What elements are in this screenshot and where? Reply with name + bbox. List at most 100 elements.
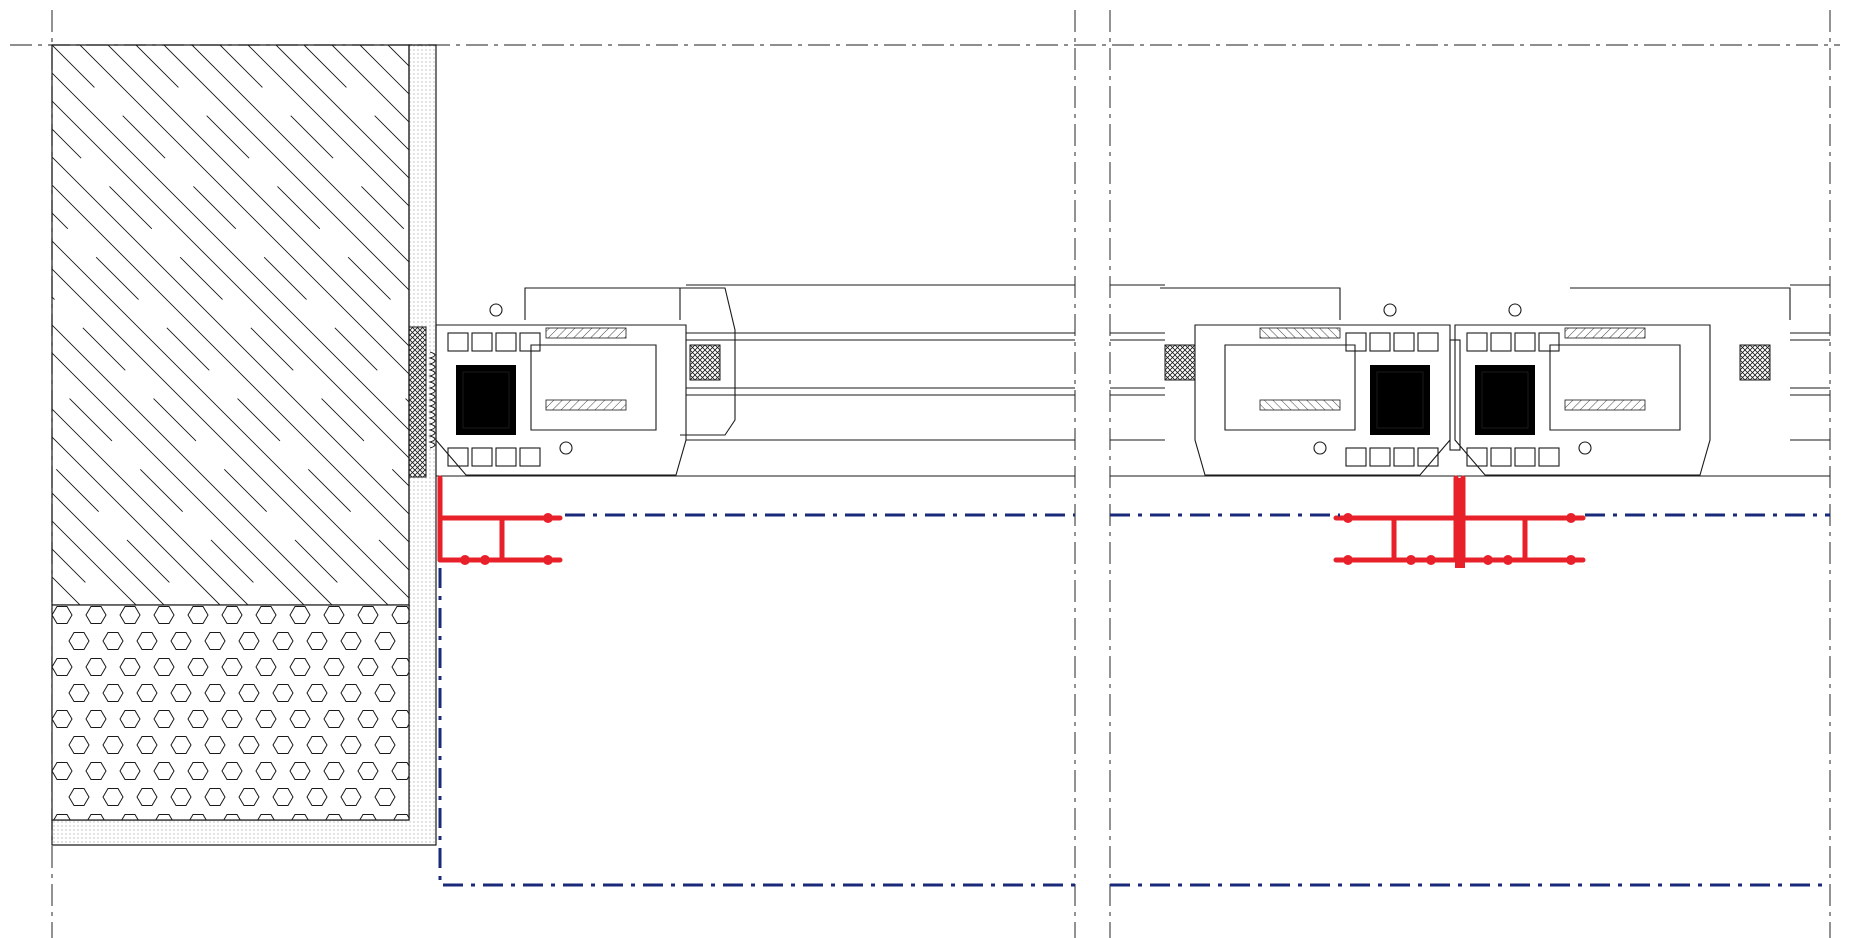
small-chamber <box>495 447 517 467</box>
hatch-line <box>135 45 409 319</box>
hex-cell <box>85 710 107 728</box>
sash-chamber <box>1549 344 1681 431</box>
profile-outer <box>435 324 687 476</box>
sash-top <box>1570 287 1791 320</box>
mullion-joint <box>1449 339 1461 451</box>
hex-cell <box>255 762 277 780</box>
hatched-insert <box>1259 399 1341 411</box>
hatch-line <box>52 100 409 459</box>
hex-cell <box>306 632 328 650</box>
profile-chamber <box>1370 365 1430 435</box>
hatch-line <box>668 45 1228 605</box>
hex-cell <box>238 788 260 806</box>
hatch-line <box>79 45 409 375</box>
hex-cell <box>102 632 124 650</box>
hex-cell <box>255 710 277 728</box>
hex-cell <box>289 606 311 624</box>
hex-cell <box>170 736 192 754</box>
red-bead <box>480 555 490 565</box>
hatch-line <box>247 45 409 207</box>
sealant-strip <box>408 326 427 478</box>
hex-cell <box>121 814 139 820</box>
hex-cell <box>68 736 90 754</box>
small-chamber <box>519 447 541 467</box>
cover-outline <box>438 513 1830 887</box>
small-chamber <box>471 332 493 352</box>
hex-cell <box>136 736 158 754</box>
wall-hatch <box>0 45 1228 605</box>
red-adapter <box>1460 475 1586 565</box>
small-chamber <box>1490 332 1512 352</box>
red-bead <box>1566 555 1576 565</box>
hatched-insert <box>1564 399 1646 411</box>
hatch-line <box>52 324 333 605</box>
small-chamber <box>1514 447 1536 467</box>
hex-cell <box>170 684 192 702</box>
hatch-line <box>52 128 409 487</box>
hex-cell <box>221 710 243 728</box>
hex-cell <box>85 658 107 676</box>
hex-cell <box>170 632 192 650</box>
hex-cell <box>119 710 141 728</box>
hex-cell <box>119 762 141 780</box>
hatch-line <box>52 156 409 515</box>
hex-cell <box>204 684 226 702</box>
hatch-line <box>0 45 24 605</box>
hatch-line <box>52 240 409 599</box>
hex-cell <box>374 788 396 806</box>
hex-cell <box>323 762 345 780</box>
hex-cell <box>136 632 158 650</box>
small-chamber <box>447 332 469 352</box>
hatched-insert <box>1564 327 1646 339</box>
gasket <box>1383 303 1397 317</box>
small-chamber <box>1345 447 1367 467</box>
spacer-block <box>1739 344 1771 381</box>
hex-cell <box>102 684 124 702</box>
hex-cell <box>187 606 209 624</box>
hex-cell <box>391 710 409 728</box>
gasket <box>1508 303 1522 317</box>
small-chamber <box>1369 332 1391 352</box>
hex-cell <box>221 658 243 676</box>
hex-cell <box>204 788 226 806</box>
small-chamber <box>495 332 517 352</box>
hex-cell <box>52 606 73 624</box>
hatched-insert <box>1259 327 1341 339</box>
hex-cell <box>357 658 379 676</box>
small-chamber <box>1417 447 1439 467</box>
hex-cell <box>52 710 73 728</box>
hex-cell <box>119 658 141 676</box>
small-chamber <box>1466 332 1488 352</box>
hatch-line <box>52 520 137 605</box>
hatch-line <box>52 492 165 605</box>
hex-cell <box>153 762 175 780</box>
hex-cell <box>255 658 277 676</box>
small-chamber <box>1393 332 1415 352</box>
hex-cell <box>391 606 409 624</box>
hatch-line <box>275 45 409 179</box>
red-bead <box>1343 555 1353 565</box>
hex-cell <box>87 814 105 820</box>
small-chamber <box>447 447 469 467</box>
hex-cell <box>340 736 362 754</box>
glazing-bead <box>680 287 736 436</box>
hex-cell <box>272 788 294 806</box>
red-adapter-profiles <box>437 475 1586 568</box>
hex-cell <box>53 814 71 820</box>
hex-cell <box>257 814 275 820</box>
hatch-line <box>52 45 409 403</box>
spring-gasket <box>428 351 436 449</box>
red-bead <box>1483 555 1493 565</box>
small-chamber <box>1490 447 1512 467</box>
cover-outline-left <box>438 568 1075 887</box>
hex-cell <box>357 710 379 728</box>
small-chamber <box>1417 332 1439 352</box>
hatch-line <box>52 464 193 605</box>
spacer-block <box>1164 344 1196 381</box>
hex-cell <box>68 684 90 702</box>
hex-cell <box>223 814 241 820</box>
sash-top <box>524 287 681 320</box>
hatch-line <box>52 604 53 605</box>
red-bead <box>1566 513 1576 523</box>
hatch-line <box>640 45 1200 605</box>
